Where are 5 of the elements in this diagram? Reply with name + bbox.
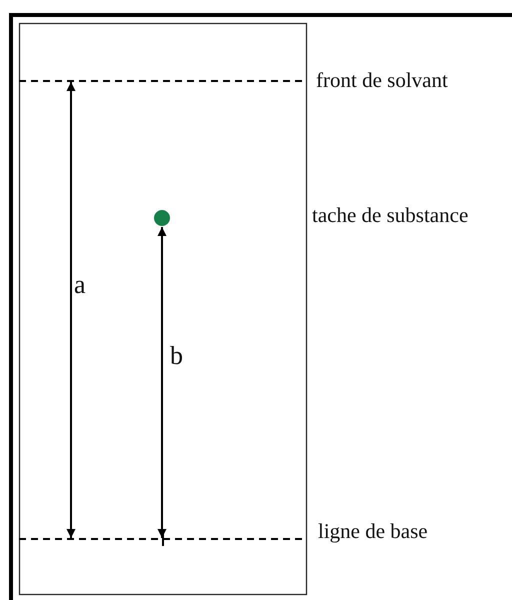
solvent-front-label: front de solvant [316, 70, 448, 91]
baseline-label: ligne de base [318, 521, 428, 542]
distance-label: b [170, 343, 183, 369]
spot-label: tache de substance [312, 205, 468, 226]
distance-label: a [74, 272, 86, 298]
